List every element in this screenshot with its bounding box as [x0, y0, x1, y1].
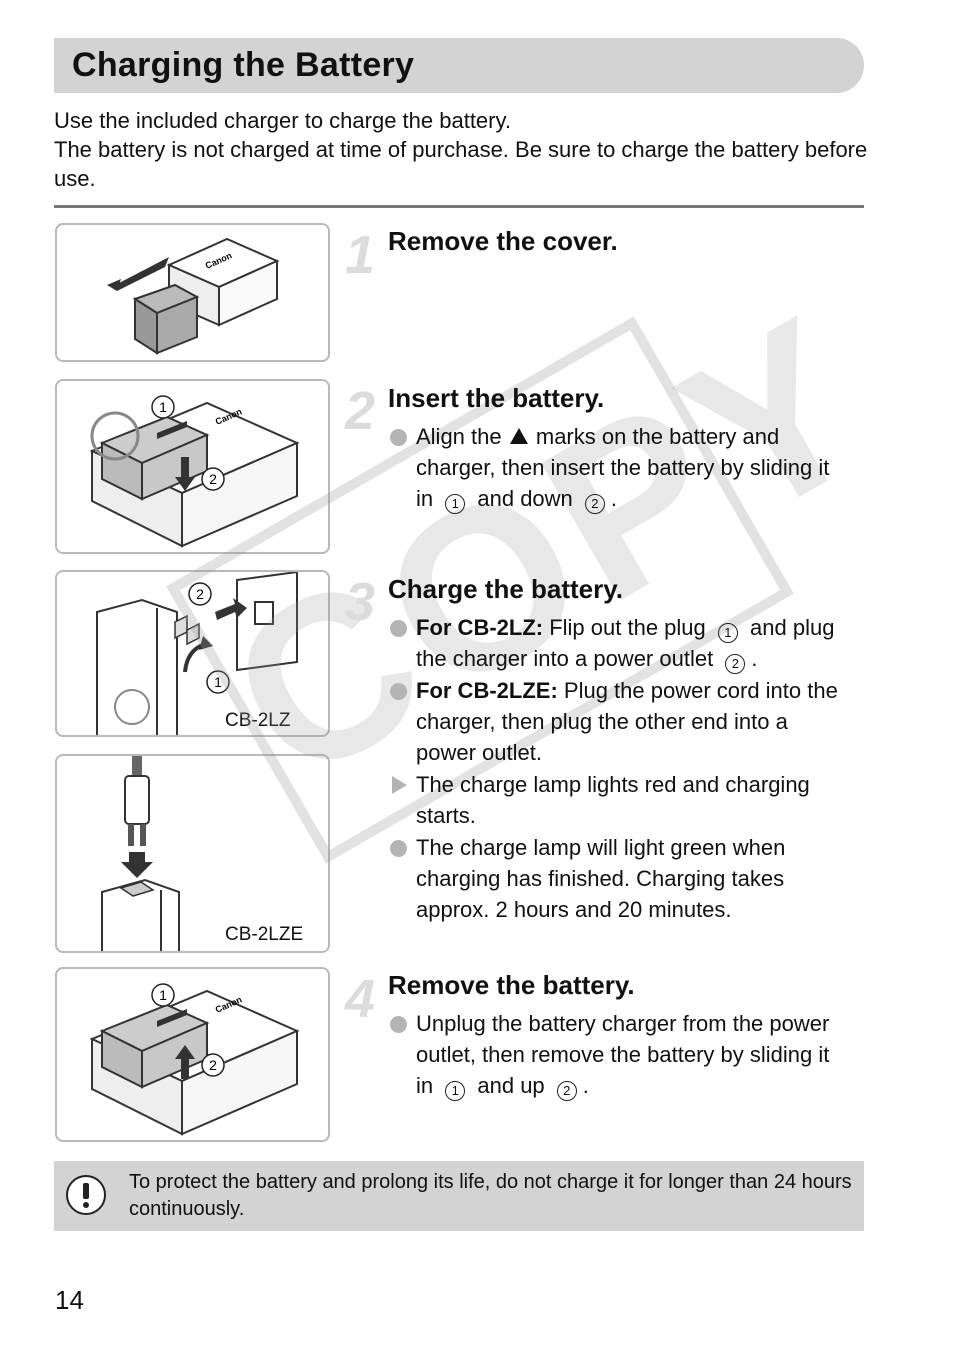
svg-text:2: 2	[209, 1057, 217, 1073]
svg-text:1: 1	[214, 674, 222, 690]
circled-number-icon: 2	[556, 1081, 577, 1101]
bullet-icon	[390, 429, 407, 446]
figure-insert-battery: Canon 1 2	[55, 379, 330, 554]
bullet-icon	[390, 840, 407, 857]
title-bar: Charging the Battery	[54, 38, 864, 93]
section-divider	[54, 205, 864, 208]
circled-number-icon: 2	[725, 654, 746, 674]
result-arrow-icon	[392, 776, 407, 794]
list-item: Unplug the battery charger from the powe…	[390, 1008, 850, 1101]
charger-remove-illustration: Canon 1 2	[89, 983, 300, 1136]
figure-cb2lz: 2 1 CB-2LZ	[55, 570, 330, 737]
intro-line-1: Use the included charger to charge the b…	[54, 108, 511, 133]
svg-text:2: 2	[196, 586, 204, 602]
bullet-icon	[390, 683, 407, 700]
battery-cover-illustration: Canon	[107, 237, 280, 355]
model-label-cb2lz: CB-2LZ	[225, 710, 291, 731]
figure-remove-cover: Canon	[55, 223, 330, 362]
step-number-2: 2	[344, 381, 376, 441]
list-item: For CB-2LZ: Flip out the plug 1 and plug…	[390, 612, 850, 674]
circled-number-icon: 2	[584, 494, 605, 514]
list-item: Align the marks on the battery and charg…	[390, 421, 850, 514]
svg-text:2: 2	[209, 471, 217, 487]
intro-text: Use the included charger to charge the b…	[54, 106, 874, 193]
page-number: 14	[55, 1285, 84, 1315]
circled-number-icon: 1	[445, 494, 466, 514]
circled-number-icon: 1	[717, 623, 738, 643]
step-number-4: 4	[344, 969, 376, 1029]
model-label-cb2lze: CB-2LZE	[225, 924, 304, 945]
bullet-icon	[390, 1016, 407, 1033]
page-title: Charging the Battery	[72, 46, 415, 84]
step-number-3: 3	[344, 572, 376, 632]
step-number-1: 1	[344, 225, 376, 285]
figure-remove-battery: Canon 1 2	[55, 967, 330, 1142]
caution-icon	[66, 1175, 106, 1215]
svg-text:1: 1	[159, 987, 167, 1003]
circled-number-icon: 1	[445, 1081, 466, 1101]
step-title-2: Insert the battery.	[388, 383, 605, 413]
step-title-1: Remove the cover.	[388, 226, 618, 256]
step-3-list: For CB-2LZ: Flip out the plug 1 and plug…	[390, 612, 850, 926]
list-item: The charge lamp lights red and charging …	[390, 769, 850, 831]
step-4-list: Unplug the battery charger from the powe…	[390, 1008, 850, 1102]
power-cord-illustration	[101, 756, 180, 951]
list-item: The charge lamp will light green when ch…	[390, 832, 850, 925]
step-title-4: Remove the battery.	[388, 970, 635, 1000]
triangle-mark-icon	[509, 428, 528, 444]
svg-text:1: 1	[159, 399, 167, 415]
step-title-3: Charge the battery.	[388, 574, 624, 604]
intro-line-2: The battery is not charged at time of pu…	[54, 137, 868, 191]
list-item: For CB-2LZE: Plug the power cord into th…	[390, 675, 850, 768]
charger-insert-illustration: Canon 1 2	[89, 395, 300, 548]
caution-box: To protect the battery and prolong its l…	[54, 1161, 864, 1231]
caution-text: To protect the battery and prolong its l…	[129, 1171, 852, 1220]
figure-cb2lze: CB-2LZE	[55, 754, 330, 953]
bullet-icon	[390, 620, 407, 637]
charger-plug-illustration: 2 1	[96, 572, 298, 735]
step-2-list: Align the marks on the battery and charg…	[390, 421, 850, 515]
